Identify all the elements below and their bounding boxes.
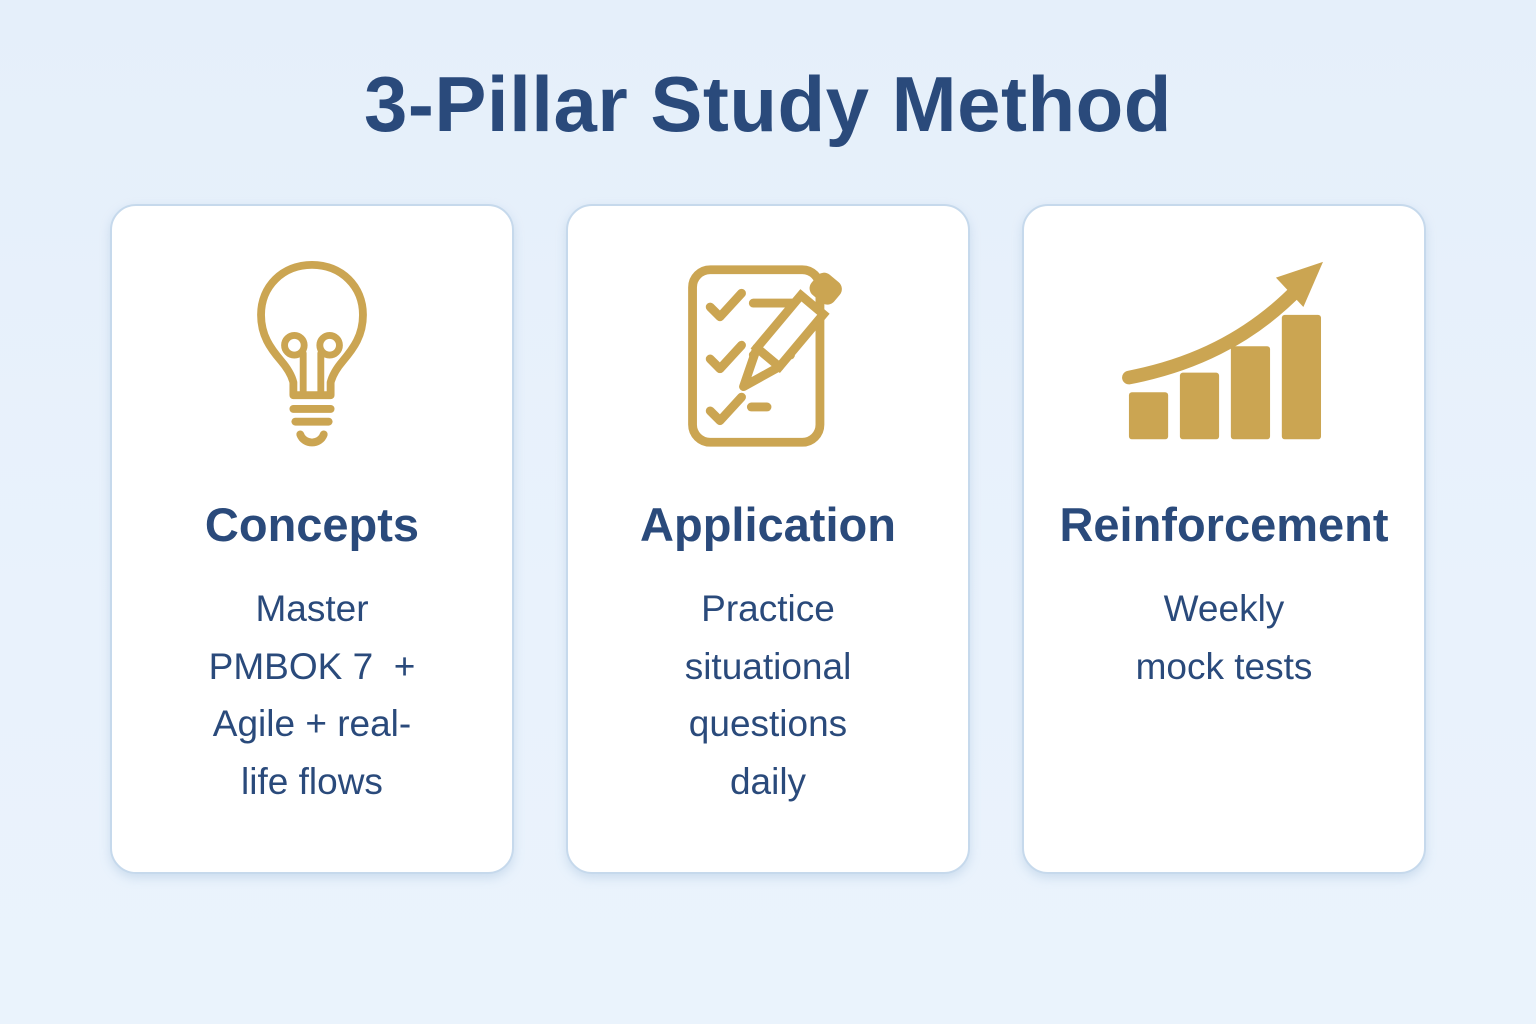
card-reinforcement: Reinforcement Weekly mock tests [1022, 203, 1426, 874]
card-body: Master PMBOK 7 + Agile + real- life flow… [208, 587, 416, 803]
card-heading: Application [640, 497, 896, 551]
card-application: Application Practice situational questio… [566, 203, 970, 874]
card-heading: Concepts [204, 497, 420, 551]
card-heading: Reinforcement [1059, 497, 1389, 551]
card-concepts: Concepts Master PMBOK 7 + Agile + real- … [110, 203, 514, 874]
card-icon-wrap [112, 258, 512, 454]
lightbulb-icon [257, 260, 367, 447]
page-title: 3-Pillar Study Method [364, 60, 1172, 148]
card-body: Weekly mock tests [1135, 587, 1313, 687]
checklist-pencil-icon [688, 265, 842, 447]
card-body: Practice situational questions daily [684, 587, 852, 803]
card-icon-wrap [568, 258, 968, 454]
card-icon-wrap [1024, 258, 1424, 454]
cards-row: Concepts Master PMBOK 7 + Agile + real- … [0, 203, 1536, 874]
growth-chart-icon [1122, 261, 1323, 440]
